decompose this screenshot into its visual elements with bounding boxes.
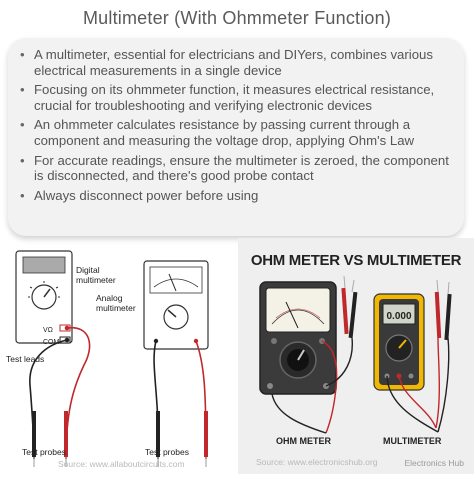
bullet-item: An ohmmeter calculates resistance by pas… [20,117,458,148]
source-caption: Source: www.allaboutcircuits.com [58,459,185,469]
test-probes-label: Test probes [145,447,189,457]
analog-multimeter-label: Analog multimeter [96,293,136,313]
multimeter-illustration [15,250,209,467]
bullet-list: A multimeter, essential for electricians… [20,47,458,207]
bullet-item: Always disconnect power before using [20,188,458,204]
bullet-item: Focusing on its ohmmeter function, it me… [20,82,458,113]
summary-card: A multimeter, essential for electricians… [8,38,464,236]
left-figure-multimeters: VΩ COM Digital multimeter Analog multime… [0,245,236,474]
comparison-illustration: 0.000 [259,275,452,434]
bullet-item: For accurate readings, ensure the multim… [20,153,458,184]
right-figure-comparison: OHM METER VS MULTIMETER 0.000 [238,238,474,474]
digital-display [22,256,66,274]
page-title: Multimeter (With Ohmmeter Function) [82,8,392,28]
bullet-item: A multimeter, essential for electricians… [20,47,458,78]
jack-label-com: COM [43,339,60,346]
analog-meter-face [149,266,203,294]
multimeter-display-reading: 0.000 [386,311,411,322]
multimeter-display [382,303,416,325]
multimeter-caption: MULTIMETER [383,436,442,446]
jack-label-vohm: VΩ [43,327,53,334]
test-probes-label: Test probes [22,447,66,457]
comparison-title: OHM METER VS MULTIMETER [250,252,462,269]
test-leads-label: Test leads [6,354,45,364]
electronics-hub-logo: Electronics Hub [404,458,464,468]
source-caption: Source: www.electronicshub.org [256,457,378,467]
ohm-meter-caption: OHM METER [276,436,331,446]
digital-multimeter-label: Digital multimeter [76,265,116,285]
